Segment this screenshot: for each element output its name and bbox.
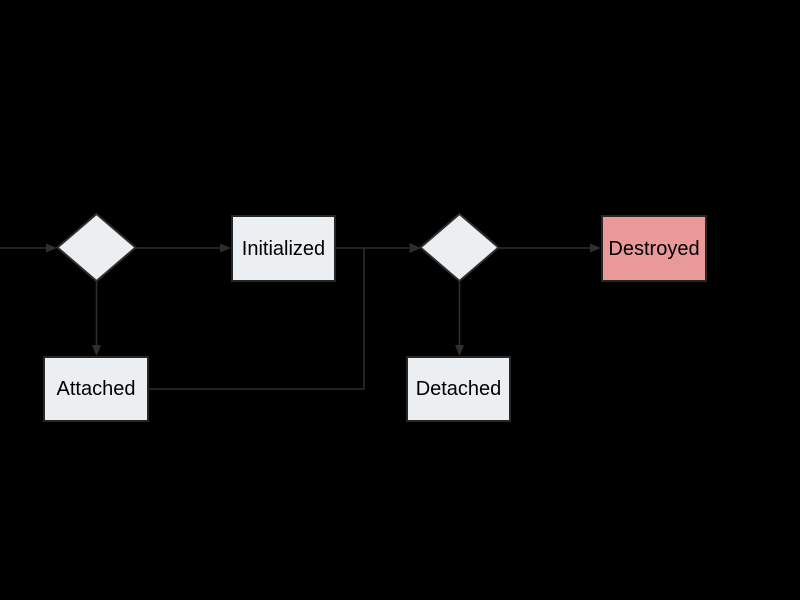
node-initialized-label: Initialized (241, 237, 326, 260)
node-destroyed-label: Destroyed (608, 237, 700, 260)
node-destroyed: Destroyed (601, 215, 707, 282)
node-initialized: Initialized (231, 215, 336, 282)
node-detached: Detached (406, 356, 511, 422)
arrowhead-into-initialized (220, 243, 231, 253)
decision-diamond-right (418, 212, 501, 283)
node-attached: Attached (43, 356, 149, 422)
arrowhead-into-attached (92, 345, 101, 356)
arrowhead-into-decision-right (409, 243, 421, 253)
node-attached-label: Attached (56, 378, 136, 400)
edge-attached-to-decision-right (149, 248, 365, 390)
arrowhead-into-detached (455, 345, 464, 356)
decision-diamond-left (55, 212, 138, 283)
node-detached-label: Detached (415, 378, 502, 400)
arrowhead-into-decision-left (46, 243, 57, 253)
arrowhead-into-destroyed (590, 243, 601, 253)
